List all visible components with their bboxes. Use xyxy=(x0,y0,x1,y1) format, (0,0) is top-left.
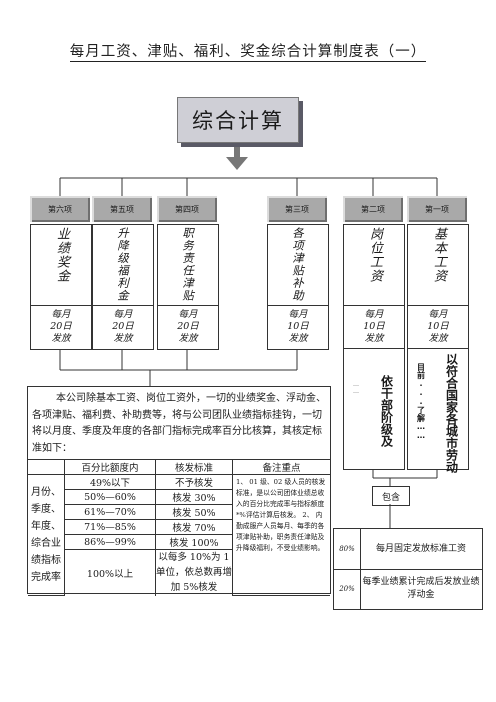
item-name: 各项津贴补助 xyxy=(291,227,305,302)
header-item-2: 第二项 xyxy=(343,196,403,222)
position-wage-note: …… 依干部阶级及 xyxy=(343,348,405,470)
col-header-range: 百分比额度内 xyxy=(64,459,156,475)
note-text: 以符合国家各城市劳动 xyxy=(444,353,459,473)
item-name: 职务责任津贴 xyxy=(181,227,195,302)
standard-cell: 核发 30% xyxy=(155,489,233,505)
item-name: 业绩奖金 xyxy=(54,227,69,283)
header-item-5: 第五项 xyxy=(92,196,152,222)
col-header-notes: 备注重点 xyxy=(232,459,330,475)
col-header-standard: 核发标准 xyxy=(155,459,233,475)
note-text: 依干部阶级及 xyxy=(379,375,394,447)
range-cell: 49%以下 xyxy=(64,474,156,490)
basic-wage-note: 目前...了解…… 以符合国家各城市劳动 xyxy=(407,348,469,473)
percent-desc: 每季业绩累计完成后发放业绩浮动金 xyxy=(362,577,480,600)
main-calc-box: 综合计算 xyxy=(177,97,299,143)
range-cell: 50%—60% xyxy=(64,489,156,505)
percent-label: 20% xyxy=(334,569,361,609)
standard-cell: 以每多 10%为 1 单位，依总数再增加 5%核发 xyxy=(155,549,233,596)
range-cell: 100%以上 xyxy=(64,549,156,596)
intro-text: 本公司除基本工资、岗位工资外，一切的业绩奖金、浮动金、各项津贴、福利费、补助费等… xyxy=(32,393,326,454)
page-title: 每月工资、津贴、福利、奖金综合计算制度表（一） xyxy=(69,44,427,62)
standard-cell: 核发 70% xyxy=(155,519,233,535)
header-item-6: 第六项 xyxy=(30,196,90,222)
note-prefix: 目前...了解…… xyxy=(416,363,426,440)
standard-cell: 不予核发 xyxy=(155,474,233,490)
standard-table: 百分比额度内 核发标准 备注重点 月份、季度、年度、综合业绩指标完成率 49%以… xyxy=(28,459,330,596)
range-cell: 71%—85% xyxy=(64,519,156,535)
notes-cell: 1、 01 级、02 级人员的核发标准，是以公司团体业绩总收入的百分比完成率与指… xyxy=(232,474,330,596)
row-label: 月份、季度、年度、综合业绩指标完成率 xyxy=(28,474,65,596)
item-name: 基本工资 xyxy=(431,227,446,283)
percent-desc: 每月固定发放标准工资 xyxy=(375,543,466,554)
header-item-3: 第三项 xyxy=(267,196,327,222)
header-item-1: 第一项 xyxy=(407,196,467,222)
include-label: 包含 xyxy=(372,486,410,506)
range-cell: 61%—70% xyxy=(64,504,156,520)
standard-cell: 核发 50% xyxy=(155,504,233,520)
item-name: 岗位工资 xyxy=(367,227,382,283)
header-item-4: 第四项 xyxy=(157,196,217,222)
percent-label: 80% xyxy=(334,529,361,569)
range-cell: 86%—99% xyxy=(64,534,156,550)
note-prefix: …… xyxy=(352,381,360,395)
standard-cell: 核发 100% xyxy=(155,534,233,550)
calculation-standard-table: 本公司除基本工资、岗位工资外，一切的业绩奖金、浮动金、各项津贴、福利费、补助费等… xyxy=(27,386,331,596)
item-name: 升降级福利金 xyxy=(116,227,130,302)
percent-breakdown: 80% 每月固定发放标准工资 20% 每季业绩累计完成后发放业绩浮动金 xyxy=(333,528,483,610)
